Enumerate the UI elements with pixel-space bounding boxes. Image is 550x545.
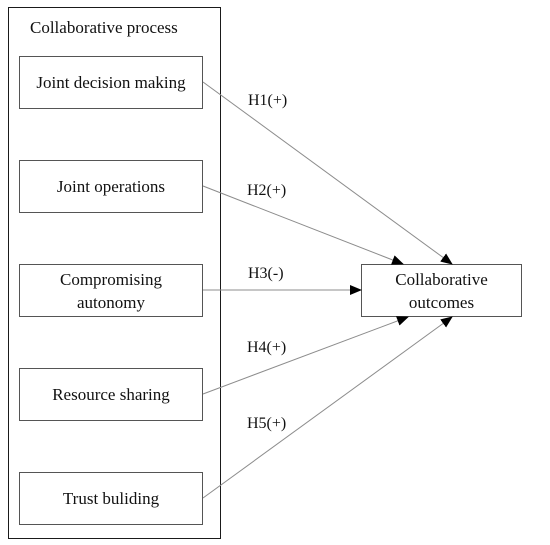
factor-joint-decision-making: Joint decision making	[19, 56, 203, 109]
hypothesis-label-h3: H3(-)	[248, 265, 284, 282]
group-title: Collaborative process	[30, 18, 178, 37]
collaborative-process-group	[8, 7, 221, 539]
factor-joint-operations: Joint operations	[19, 160, 203, 213]
hypothesis-label-h1: H1(+)	[248, 92, 288, 109]
factor-compromising-autonomy: Compromising autonomy	[19, 264, 203, 317]
hypothesis-label-h5: H5(+)	[247, 415, 287, 432]
hypothesis-label-h2: H2(+)	[247, 182, 287, 199]
factor-resource-sharing: Resource sharing	[19, 368, 203, 421]
arrow-h1	[202, 81, 453, 265]
arrow-h4	[202, 316, 409, 395]
factor-trust-building: Trust buliding	[19, 472, 203, 525]
arrow-h2	[202, 185, 404, 265]
hypothesis-label-h4: H4(+)	[247, 339, 287, 356]
arrow-h5	[202, 316, 453, 499]
